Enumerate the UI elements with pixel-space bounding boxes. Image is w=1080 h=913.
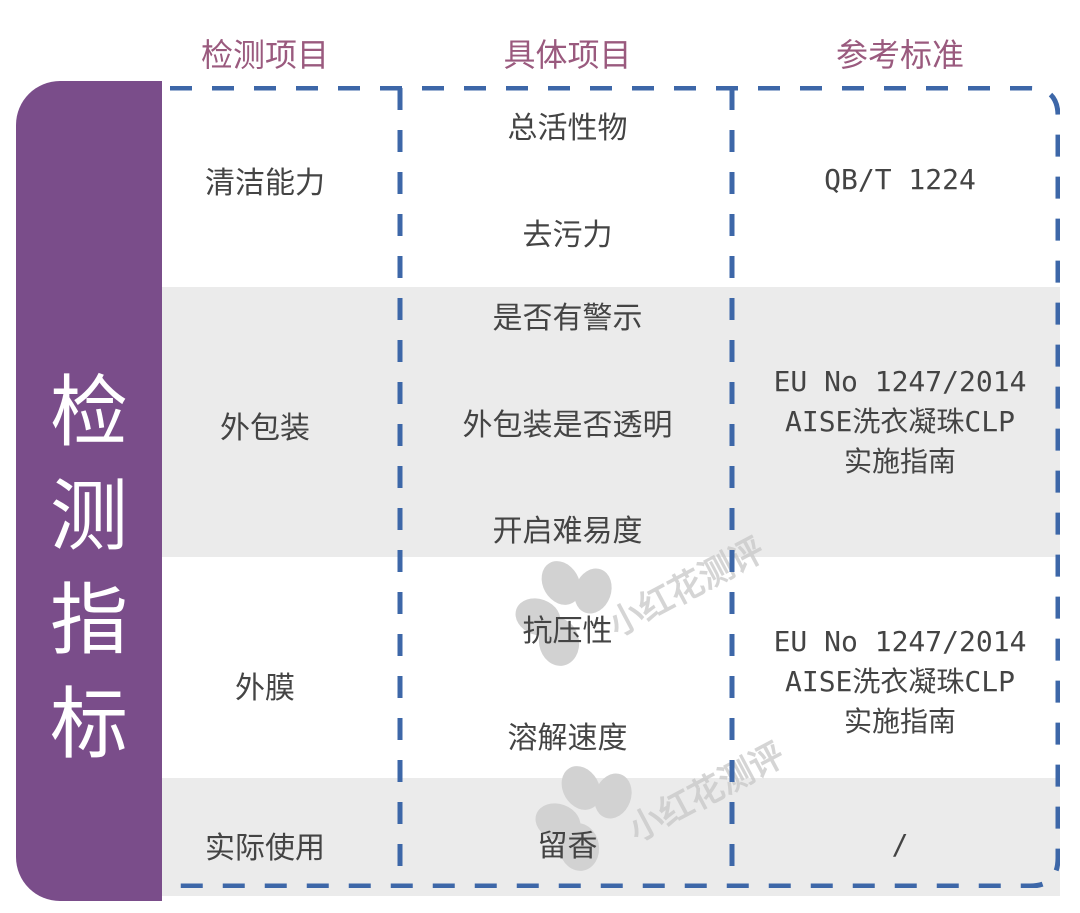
side-label: 检 测 指 标 — [49, 368, 128, 770]
side-label-panel: 检 测 指 标 — [16, 81, 162, 901]
row-band-packaging — [162, 287, 1060, 557]
category-packaging: 外包装 — [220, 411, 310, 446]
item-transparent: 外包装是否透明 — [462, 408, 673, 443]
header-reference-standard: 参考标准 — [835, 36, 964, 74]
standard-line: EU No 1247/2014 — [773, 365, 1027, 398]
item-total-active: 总活性物 — [507, 111, 628, 146]
standard-line: EU No 1247/2014 — [773, 625, 1027, 658]
standard-qbt: QB/T 1224 — [824, 163, 976, 196]
header-specific-item: 具体项目 — [503, 36, 632, 74]
item-detergency: 去污力 — [522, 218, 613, 253]
category-film: 外膜 — [235, 671, 295, 706]
item-warning: 是否有警示 — [492, 301, 643, 336]
standard-line: 实施指南 — [843, 445, 956, 478]
standard-eu-packaging: EU No 1247/2014 AISE洗衣凝珠CLP 实施指南 — [735, 362, 1065, 482]
standard-line: AISE洗衣凝珠CLP — [784, 665, 1015, 698]
category-cleaning: 清洁能力 — [205, 166, 325, 201]
item-pressure: 抗压性 — [522, 614, 613, 649]
category-usage: 实际使用 — [205, 831, 325, 866]
dashed-frame — [170, 86, 1060, 888]
standard-none: / — [891, 828, 909, 861]
standard-line: AISE洗衣凝珠CLP — [784, 405, 1015, 438]
standard-line: 实施指南 — [843, 705, 956, 738]
header-test-item: 检测项目 — [200, 36, 329, 74]
item-fragrance: 留香 — [537, 829, 598, 864]
item-dissolve: 溶解速度 — [507, 721, 628, 756]
standard-eu-film: EU No 1247/2014 AISE洗衣凝珠CLP 实施指南 — [735, 622, 1065, 742]
item-opening: 开启难易度 — [492, 514, 643, 549]
